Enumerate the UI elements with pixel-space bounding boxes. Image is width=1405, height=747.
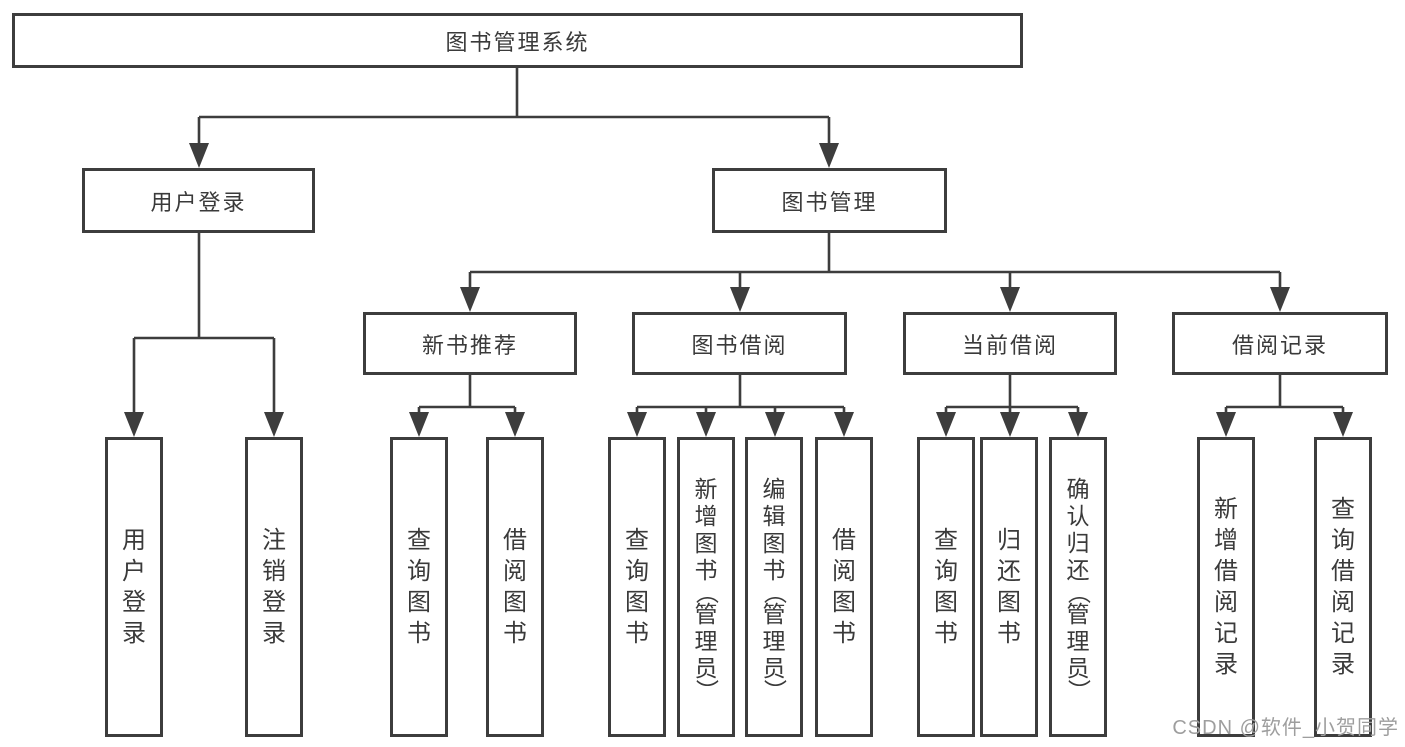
node-current-borrow: 当前借阅 <box>903 312 1117 375</box>
leaf-query-books-current: 查询图书 <box>917 437 975 737</box>
leaf-query-borrow-record: 查询借阅记录 <box>1314 437 1372 737</box>
leaf-borrow-books-recommend: 借阅图书 <box>486 437 544 737</box>
node-new-book-recommend: 新书推荐 <box>363 312 577 375</box>
leaf-borrow-books: 借阅图书 <box>815 437 873 737</box>
node-borrow-records: 借阅记录 <box>1172 312 1388 375</box>
node-book-borrow: 图书借阅 <box>632 312 847 375</box>
leaf-logout: 注销登录 <box>245 437 303 737</box>
node-library-system: 图书管理系统 <box>12 13 1023 68</box>
leaf-confirm-return-admin: 确认归还（管理员） <box>1049 437 1107 737</box>
csdn-watermark: CSDN @软件_小贺同学 <box>1172 717 1399 739</box>
leaf-add-borrow-record: 新增借阅记录 <box>1197 437 1255 737</box>
leaf-return-books: 归还图书 <box>980 437 1038 737</box>
leaf-query-books-borrow: 查询图书 <box>608 437 666 737</box>
leaf-add-books-admin: 新增图书（管理员） <box>677 437 735 737</box>
node-user-login: 用户登录 <box>82 168 315 233</box>
arrowheads <box>124 143 1353 437</box>
node-book-management: 图书管理 <box>712 168 947 233</box>
leaf-query-books-recommend: 查询图书 <box>390 437 448 737</box>
leaf-user-login: 用户登录 <box>105 437 163 737</box>
leaf-edit-books-admin: 编辑图书（管理员） <box>745 437 803 737</box>
